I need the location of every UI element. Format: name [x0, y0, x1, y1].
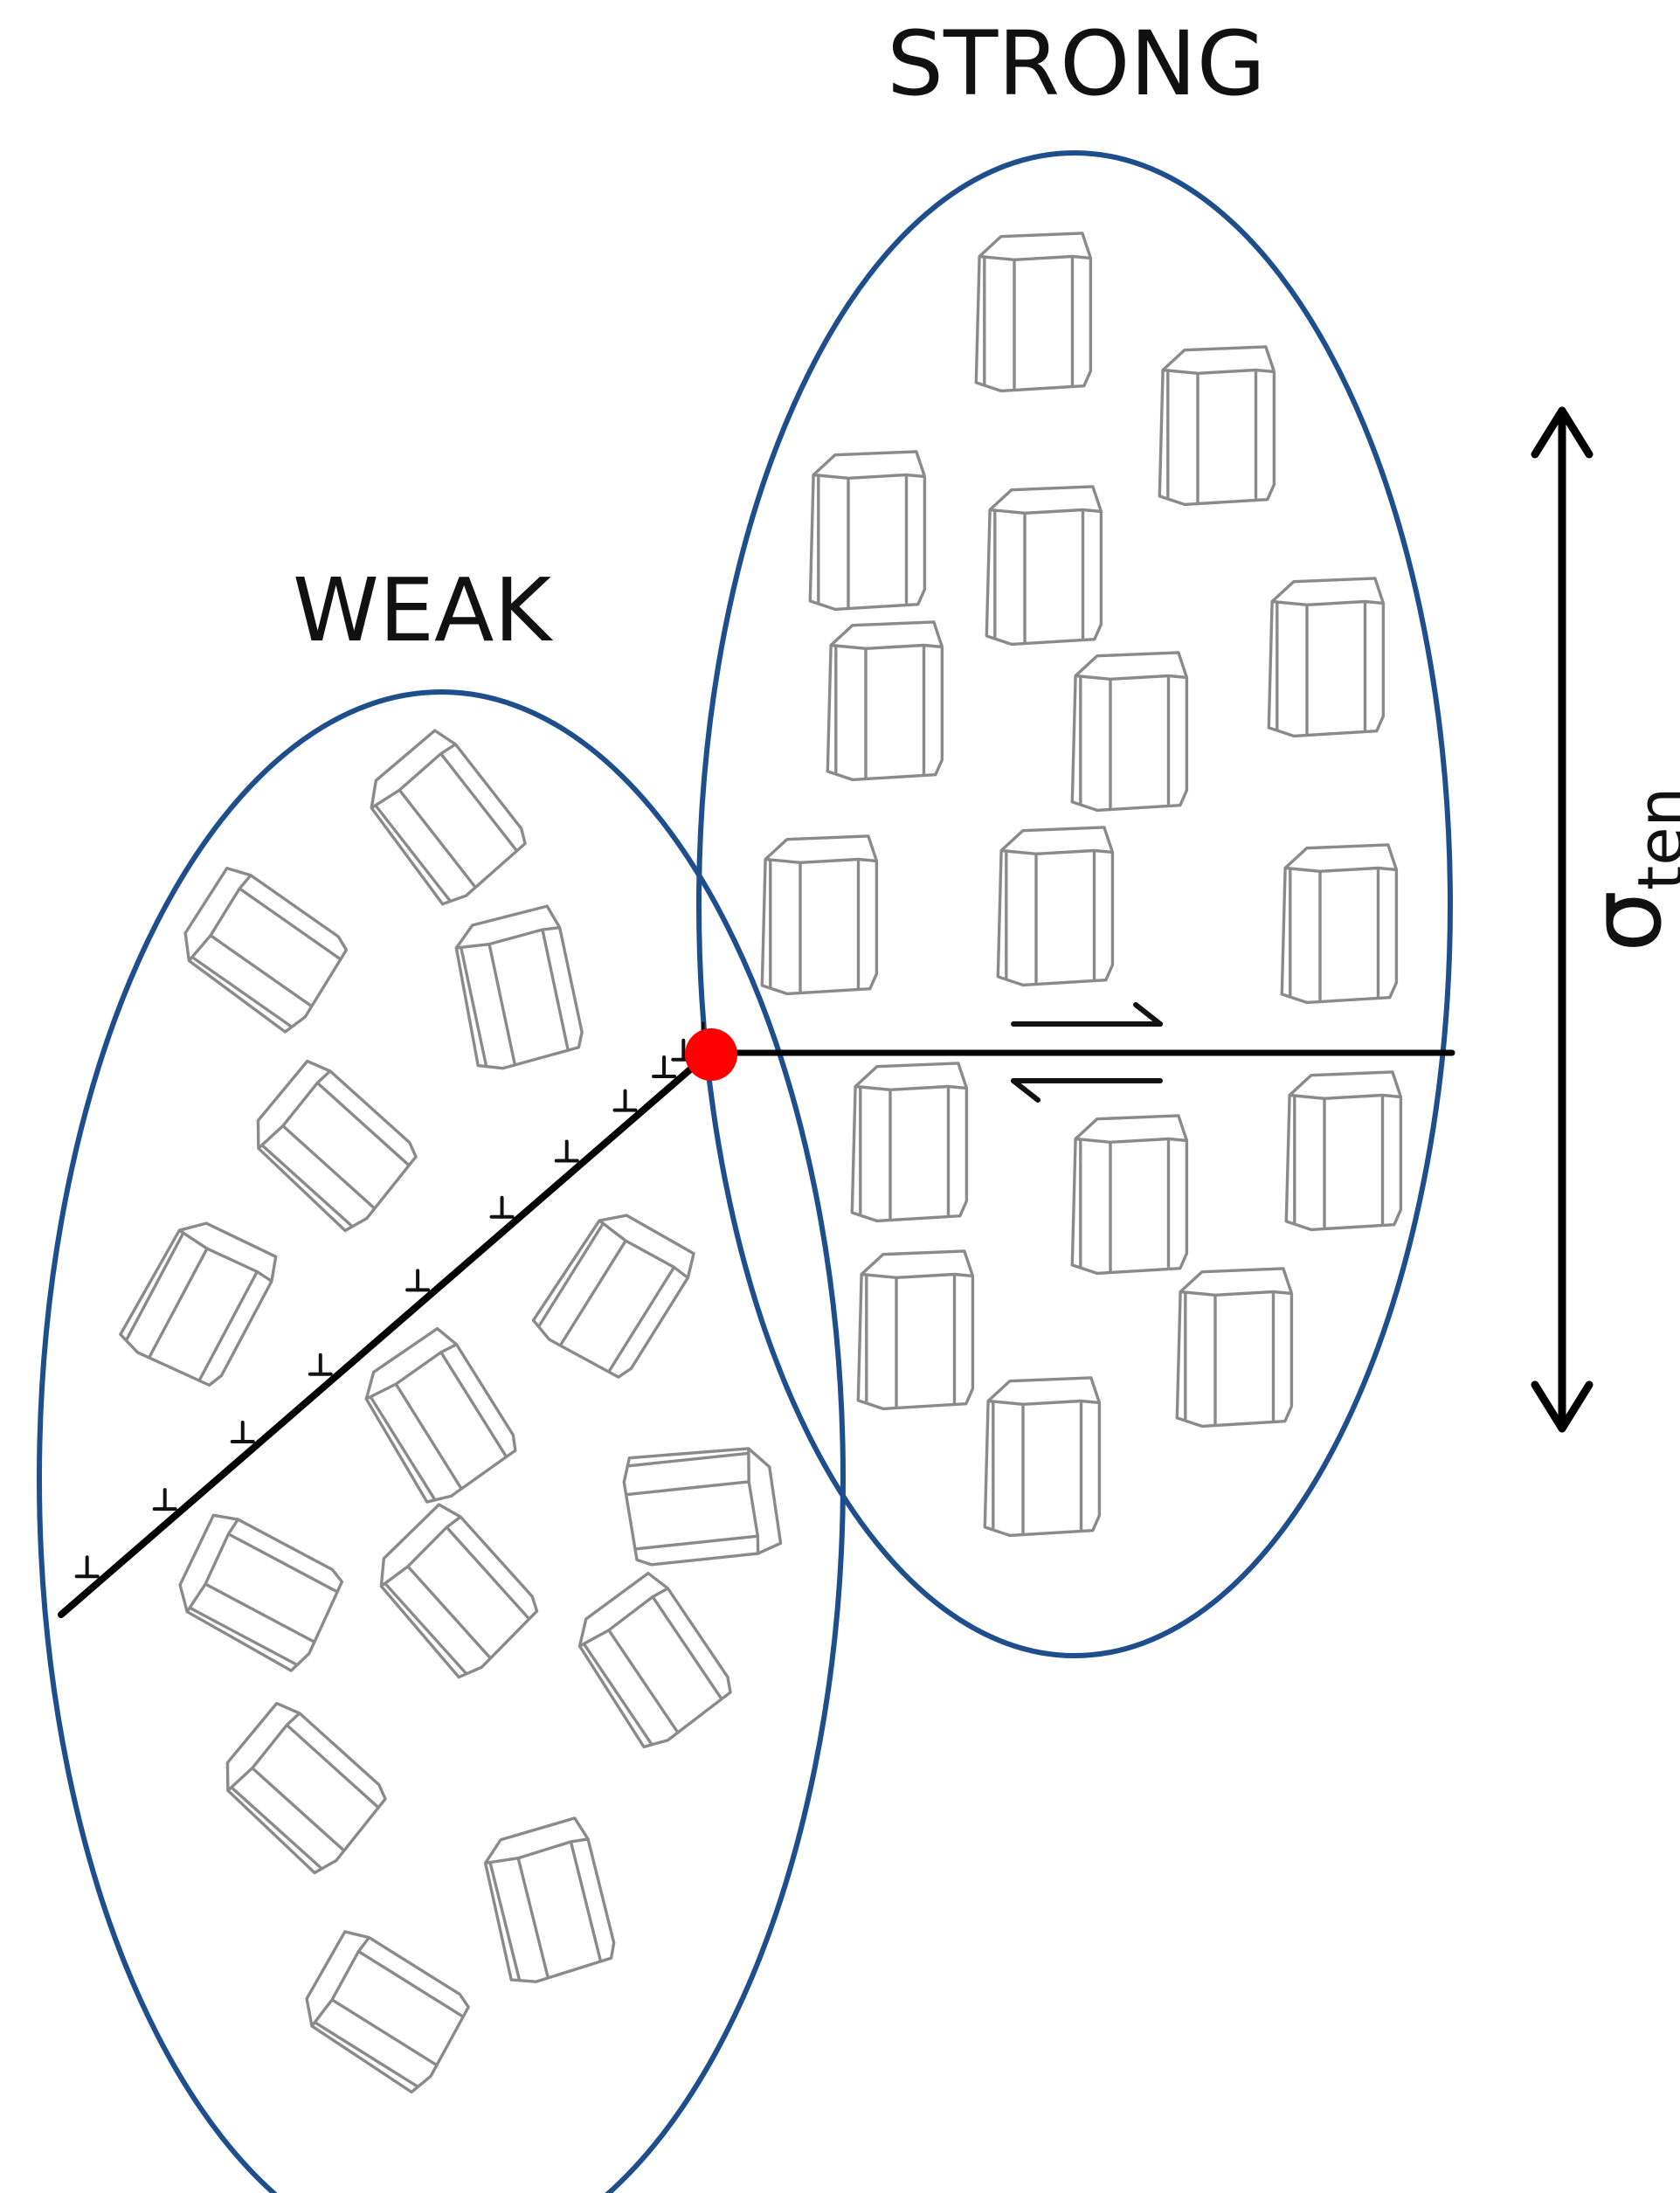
crystal-icon — [1070, 1114, 1189, 1276]
strong-grain-crystals — [760, 232, 1403, 1538]
crystal-icon — [622, 1447, 783, 1567]
weak-grain-boundary-line — [58, 1049, 713, 1618]
dislocation-icon — [308, 1352, 333, 1376]
stress-symbol: σ — [1570, 890, 1680, 952]
crystal-icon — [225, 1701, 387, 1875]
crystal-icon — [850, 1062, 969, 1223]
crystal-icon — [1175, 1267, 1294, 1429]
dislocation-icon — [230, 1420, 255, 1443]
dislocation-icon — [652, 1055, 677, 1079]
crystal-icon — [996, 826, 1115, 987]
crystal-icon — [760, 834, 879, 996]
crystal-icon — [826, 620, 944, 782]
crystal-icon — [808, 450, 927, 612]
crystal-icon — [1158, 345, 1276, 507]
strong-grain-outline — [696, 150, 1453, 1658]
crystal-icon — [483, 1816, 616, 1983]
dislocation-icon — [554, 1139, 579, 1163]
crystal-icon — [183, 867, 349, 1034]
dislocation-icon — [152, 1488, 177, 1512]
crystal-icon — [1267, 577, 1386, 738]
crystal-icon — [305, 1930, 470, 2094]
shear-arrows-icon — [1011, 1002, 1163, 1103]
crystal-icon — [379, 1503, 539, 1679]
dislocation-icon — [405, 1269, 431, 1292]
crystal-icon — [256, 1059, 418, 1233]
crystal-icon — [531, 1214, 695, 1379]
dislocation-icon — [612, 1089, 638, 1112]
crystal-icon — [370, 729, 527, 906]
weak-grain-outline — [37, 689, 846, 2193]
strong-label: STRONG — [887, 12, 1266, 116]
dislocation-icon — [74, 1555, 100, 1579]
svg-text:σten: σten — [1570, 787, 1680, 952]
crystal-icon — [985, 485, 1103, 647]
crystal-icon — [974, 232, 1093, 393]
crystal-icon — [577, 1571, 732, 1749]
dislocation-icon — [489, 1195, 515, 1219]
triple-point-marker — [685, 1028, 737, 1081]
crystal-icon — [178, 1513, 344, 1672]
crystal-icon — [1280, 843, 1399, 1005]
weak-grain-crystals — [119, 729, 783, 2094]
crystal-icon — [856, 1249, 975, 1411]
crystal-icon — [454, 904, 584, 1070]
weak-label: WEAK — [293, 559, 553, 661]
stress-arrow-icon — [1531, 406, 1594, 1433]
crystal-icon — [364, 1326, 517, 1504]
crystal-icon — [1284, 1070, 1403, 1232]
stress-label: σten — [1570, 787, 1680, 952]
stress-subscript: ten — [1624, 787, 1680, 890]
crystal-icon — [119, 1221, 278, 1387]
crystal-icon — [1070, 651, 1189, 813]
crystal-icon — [983, 1376, 1102, 1538]
